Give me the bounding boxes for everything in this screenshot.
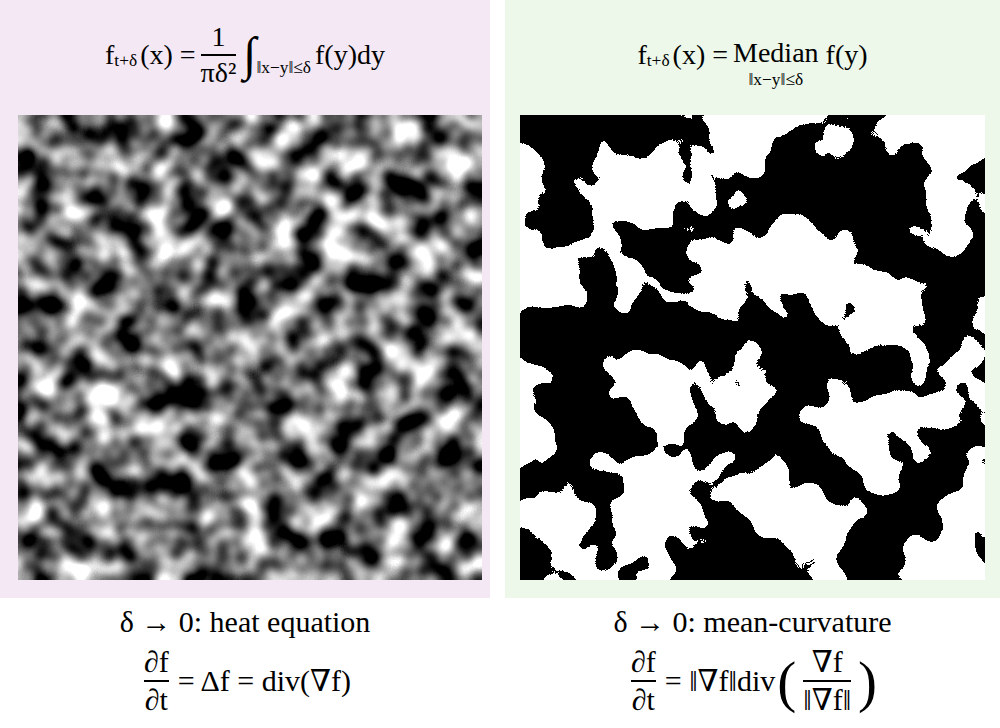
- caption-row: ∂f∂t= Δf = div(∇f): [0, 644, 490, 718]
- formula-text: = ‖∇f‖div: [665, 664, 776, 699]
- formula-panel: ft+δ(x) =Median‖x−y‖≤δf(y): [505, 0, 1000, 598]
- formula-text: f: [105, 39, 114, 71]
- numerator: 1: [211, 21, 225, 53]
- formula-text: δ → 0: mean-curvature: [613, 605, 891, 640]
- denominator: ‖∇f‖: [803, 683, 851, 718]
- fraction-bar: [631, 680, 656, 682]
- formula-row: ft+δ(x) =Median‖x−y‖≤δf(y): [505, 12, 1000, 98]
- blurred-noise-image: [18, 115, 482, 580]
- subscript: t+δ: [114, 51, 137, 71]
- formula-text: f(y): [826, 39, 868, 71]
- panel-ground: [0, 0, 490, 598]
- fraction: ∂f∂t: [139, 645, 174, 718]
- subscript: ‖x−y‖≤δ: [748, 70, 803, 90]
- big-symbol: (: [775, 653, 798, 710]
- fraction-bar: [803, 680, 851, 682]
- formula-text: δ → 0: heat equation: [120, 605, 371, 640]
- fraction: 1 πδ²: [196, 21, 242, 89]
- fraction-bar: [201, 54, 237, 56]
- denominator: ∂t: [145, 683, 168, 718]
- subscript: ‖x−y‖≤δ: [256, 58, 311, 78]
- caption-row: δ → 0: heat equation: [0, 602, 490, 642]
- panel-ground: [505, 0, 1000, 598]
- denominator: ∂t: [632, 683, 655, 718]
- fraction: ∂f∂t: [626, 645, 661, 718]
- fraction-bar: [144, 680, 169, 682]
- formula-text: (x) =: [140, 39, 195, 71]
- formula-text: f(y)dy: [315, 39, 385, 71]
- numerator: ∂f: [631, 645, 656, 680]
- binary-noise-image: [520, 115, 985, 580]
- formula-row: ft+δ(x) = 1 πδ²∫‖x−y‖≤δf(y)dy: [0, 12, 490, 98]
- formula-panel: ft+δ(x) = 1 πδ²∫‖x−y‖≤δf(y)dy: [0, 0, 490, 598]
- caption-row: δ → 0: mean-curvature: [505, 602, 1000, 642]
- formula-text: f: [637, 39, 646, 71]
- big-symbol: ): [856, 653, 879, 710]
- subscript: t+δ: [647, 51, 670, 71]
- numerator: ∂f: [144, 645, 169, 680]
- caption-row: ∂f∂t= ‖∇f‖div(∇f‖∇f‖): [505, 644, 1000, 718]
- numerator: ∇f: [812, 645, 843, 680]
- fraction: ∇f‖∇f‖: [798, 645, 856, 718]
- denominator: πδ²: [201, 57, 237, 89]
- formula-text: (x) =: [673, 39, 728, 71]
- formula-text: = Δf = div(∇f): [178, 664, 351, 699]
- operator-with-limit: Median‖x−y‖≤δ: [728, 37, 824, 89]
- operator-name: Median: [733, 37, 819, 69]
- big-symbol: ∫: [241, 31, 258, 79]
